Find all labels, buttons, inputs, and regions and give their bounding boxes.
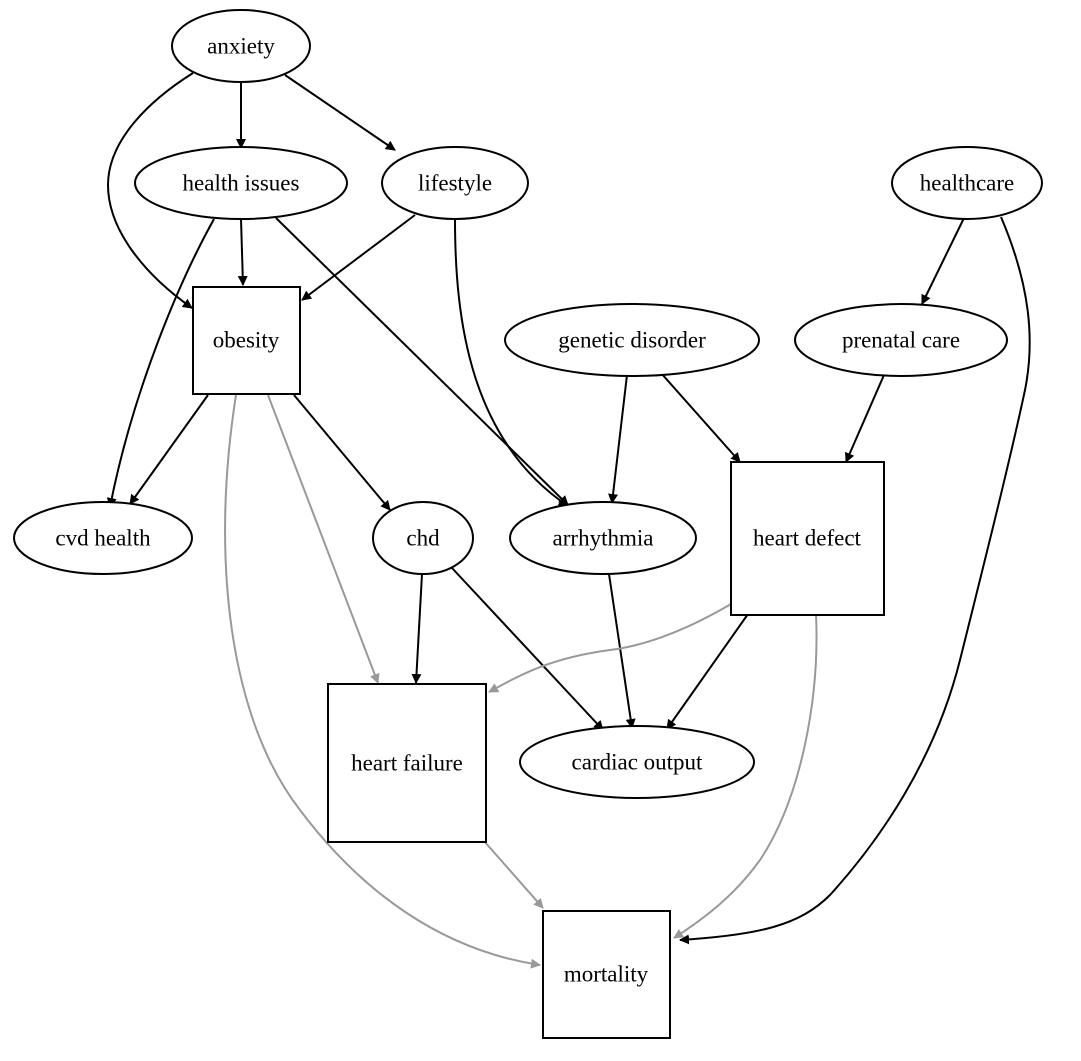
node-label-prenatal-care: prenatal care (842, 328, 960, 353)
node-label-health-issues: health issues (183, 171, 300, 196)
node-obesity: obesity (192, 286, 301, 395)
node-label-anxiety: anxiety (207, 34, 275, 59)
edge-heart-failure-mortality (483, 840, 544, 909)
node-cvd-health: cvd health (13, 501, 193, 575)
edge-healthcare-prenatal-care (921, 217, 965, 305)
node-anxiety: anxiety (171, 9, 311, 83)
node-heart-defect: heart defect (730, 461, 885, 616)
edge-heart-defect-cardiac-output (666, 613, 749, 730)
edge-obesity-heart-failure (267, 394, 380, 684)
edge-anxiety-obesity (106, 72, 194, 309)
node-label-heart-defect: heart defect (753, 526, 862, 551)
node-label-heart-failure: heart failure (351, 751, 463, 776)
node-label-chd: chd (406, 526, 440, 551)
node-lifestyle: lifestyle (381, 146, 529, 220)
node-healthcare: healthcare (891, 146, 1043, 220)
node-cardiac-output: cardiac output (519, 725, 755, 799)
node-label-cardiac-output: cardiac output (572, 750, 704, 775)
edge-obesity-cvd-health (129, 394, 209, 505)
edge-health-issues-obesity (237, 218, 248, 286)
node-label-arrhythmia: arrhythmia (553, 526, 654, 551)
edge-heart-defect-mortality (673, 613, 818, 939)
nodes: anxiety health issues lifestyle healthca… (13, 9, 1043, 1039)
node-prenatal-care: prenatal care (794, 303, 1008, 377)
edge-arrhythmia-cardiac-output (608, 573, 636, 729)
edge-healthcare-mortality (679, 216, 1031, 945)
edge-obesity-mortality (224, 394, 541, 969)
node-label-lifestyle: lifestyle (418, 171, 492, 196)
edge-health-issues-arrhythmia (275, 217, 569, 506)
edge-genetic-disorder-heart-defect (660, 372, 741, 463)
node-label-obesity: obesity (213, 328, 280, 353)
node-label-mortality: mortality (564, 962, 649, 987)
edge-chd-cardiac-output (451, 567, 604, 731)
edge-chd-heart-failure (411, 573, 423, 684)
node-label-cvd-health: cvd health (55, 526, 151, 551)
edge-anxiety-lifestyle (284, 74, 396, 151)
node-label-genetic-disorder: genetic disorder (558, 328, 706, 353)
edges (106, 72, 1031, 969)
edge-lifestyle-arrhythmia (454, 218, 569, 507)
edge-obesity-chd (293, 394, 391, 511)
edge-health-issues-cvd-health (106, 218, 215, 508)
edge-prenatal-care-heart-defect (845, 374, 885, 463)
node-health-issues: health issues (134, 146, 348, 220)
node-mortality: mortality (542, 910, 671, 1039)
node-heart-failure: heart failure (327, 683, 487, 843)
edge-heart-defect-heart-failure (488, 603, 732, 693)
node-label-healthcare: healthcare (920, 171, 1014, 196)
edge-lifestyle-obesity (301, 214, 416, 301)
node-chd: chd (372, 501, 474, 575)
node-genetic-disorder: genetic disorder (504, 303, 760, 377)
node-arrhythmia: arrhythmia (509, 501, 697, 575)
edge-genetic-disorder-arrhythmia (608, 374, 628, 504)
